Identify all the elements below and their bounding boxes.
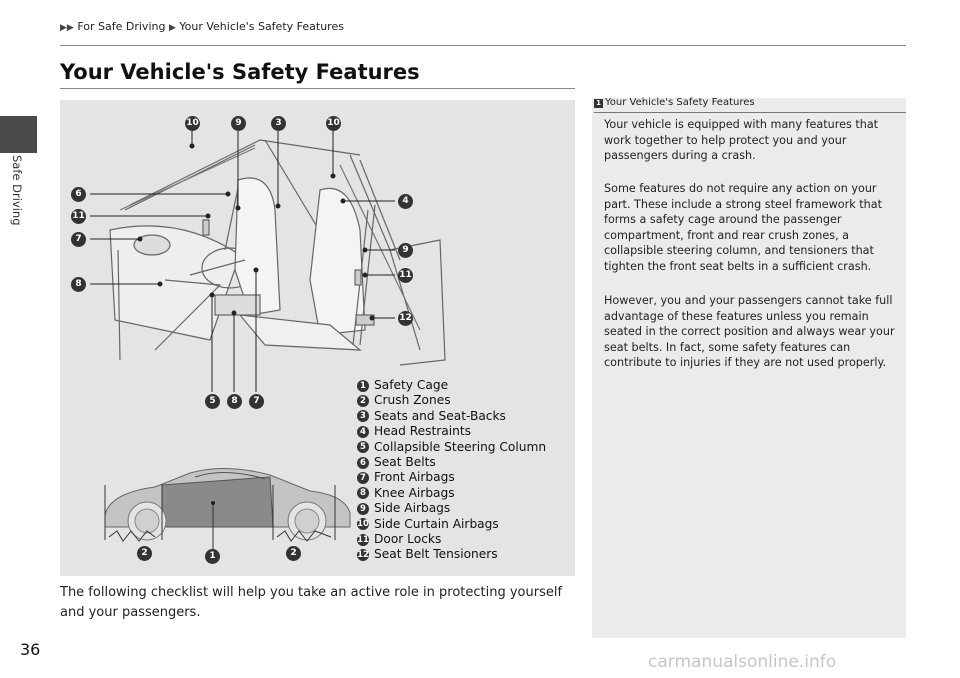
legend-item: 5 Collapsible Steering Column <box>357 440 546 455</box>
legend-label: Collapsible Steering Column <box>374 439 547 454</box>
legend-label: Safety Cage <box>374 378 449 392</box>
section-tab-marker <box>0 116 37 153</box>
car-illustration <box>104 468 351 551</box>
breadcrumb-link[interactable]: For Safe Driving <box>77 20 166 33</box>
legend-label: Seats and Seat-Backs <box>374 408 506 423</box>
callout-steering-column: 5 <box>205 394 220 409</box>
legend-item: 10 Side Curtain Airbags <box>357 517 546 532</box>
legend-number: 5 <box>357 441 369 454</box>
legend-label: Door Locks <box>374 531 442 546</box>
legend-number: 10 <box>357 518 369 531</box>
legend-item: 7 Front Airbags <box>357 470 546 485</box>
note-paragraph: However, you and your passengers cannot … <box>604 294 895 370</box>
note-marker-icon: 1 <box>594 99 603 108</box>
callout-side-airbag: 9 <box>398 243 413 258</box>
legend-item: 6 Seat Belts <box>357 455 546 470</box>
legend-item: 9 Side Airbags <box>357 501 546 516</box>
breadcrumb-current: Your Vehicle's Safety Features <box>179 20 344 33</box>
legend-item: 3 Seats and Seat-Backs <box>357 409 546 424</box>
callout-door-locks: 11 <box>71 209 86 224</box>
body-paragraph: The following checklist will help you ta… <box>60 585 563 620</box>
legend-label: Crush Zones <box>374 393 451 408</box>
callout-front-airbags: 7 <box>71 232 86 247</box>
legend-item: 4 Head Restraints <box>357 424 546 439</box>
legend-number: 8 <box>357 487 369 500</box>
legend-item: 8 Knee Airbags <box>357 486 546 501</box>
callout-crush-zone-rear: 2 <box>286 546 301 561</box>
legend-number: 7 <box>357 472 369 485</box>
callout-side-airbag: 9 <box>231 116 246 131</box>
legend-number: 3 <box>357 410 369 423</box>
arrow-icon: ▶▶ <box>60 23 74 33</box>
legend-label: Head Restraints <box>374 424 472 439</box>
legend-item: 11 Door Locks <box>357 532 546 547</box>
legend-label: Knee Airbags <box>374 485 455 500</box>
callout-head-restraints: 4 <box>398 194 413 209</box>
note-panel <box>592 98 906 638</box>
legend-label: Side Airbags <box>374 501 451 516</box>
legend-number: 11 <box>357 533 369 546</box>
breadcrumb: ▶▶ For Safe Driving ▶ Your Vehicle's Saf… <box>60 20 344 33</box>
legend-number: 4 <box>357 425 369 438</box>
legend-label: Seat Belts <box>374 454 436 469</box>
legend-label: Seat Belt Tensioners <box>374 547 498 562</box>
callout-knee-airbags: 8 <box>71 277 86 292</box>
callout-seat-belts: 6 <box>71 187 86 202</box>
callout-seats: 3 <box>271 116 286 131</box>
callout-front-airbags: 7 <box>249 394 264 409</box>
callout-door-locks: 11 <box>398 268 413 283</box>
legend-label: Side Curtain Airbags <box>374 516 499 531</box>
legend-number: 2 <box>357 395 369 408</box>
callout-side-curtain-airbag: 10 <box>185 116 200 131</box>
figure-legend: 1 Safety Cage 2 Crush Zones 3 Seats and Sea… <box>357 378 546 563</box>
legend-number: 9 <box>357 502 369 515</box>
callout-safety-cage: 1 <box>205 549 220 564</box>
legend-item: 2 Crush Zones <box>357 393 546 408</box>
legend-label: Front Airbags <box>374 470 455 485</box>
title-divider <box>60 88 575 89</box>
arrow-icon: ▶ <box>168 23 176 33</box>
note-divider <box>594 112 906 113</box>
callout-crush-zone-front: 2 <box>137 546 152 561</box>
note-paragraph: Your vehicle is equipped with many featu… <box>604 118 879 163</box>
watermark: carmanualsonline.info <box>648 652 837 672</box>
safety-features-figure: 10 9 3 10 6 11 7 8 4 9 11 12 5 8 7 2 1 2 <box>60 100 575 576</box>
legend-item: 12 Seat Belt Tensioners <box>357 547 546 562</box>
callout-seat-belt-tensioners: 12 <box>398 311 413 326</box>
interior-illustration <box>90 130 446 392</box>
legend-number: 6 <box>357 456 369 469</box>
page-title: Your Vehicle's Safety Features <box>60 60 420 84</box>
header-divider <box>60 45 906 46</box>
page-number: 36 <box>20 640 41 659</box>
callout-side-curtain-airbag: 10 <box>326 116 341 131</box>
section-tab-label: Safe Driving <box>10 155 24 226</box>
legend-number: 1 <box>357 379 369 392</box>
section-tab: Safe Driving <box>8 155 28 265</box>
note-paragraph: Some features do not require any action … <box>604 182 882 273</box>
callout-knee-airbags: 8 <box>227 394 242 409</box>
legend-number: 12 <box>357 548 369 561</box>
note-title-text: Your Vehicle's Safety Features <box>605 97 755 108</box>
legend-item: 1 Safety Cage <box>357 378 546 393</box>
